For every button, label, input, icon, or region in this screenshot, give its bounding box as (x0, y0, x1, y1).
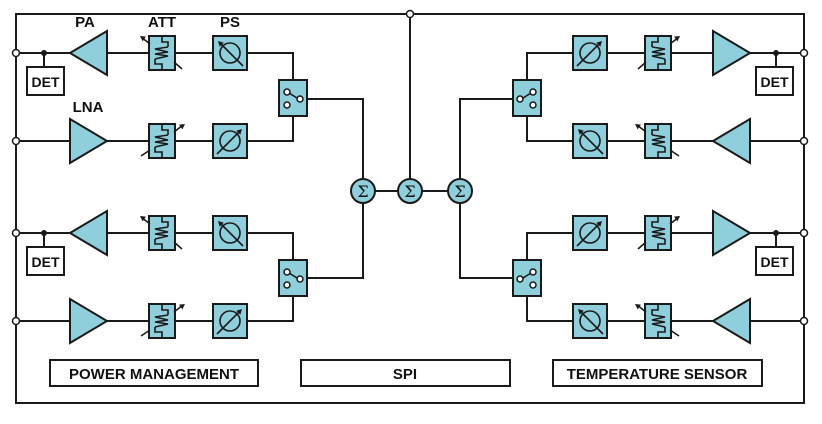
temperature-sensor-block: TEMPERATURE SENSOR (552, 359, 763, 387)
port-node (11, 136, 21, 146)
summer-center: Σ (397, 178, 423, 204)
port-node (799, 48, 809, 58)
sigma-icon: Σ (454, 182, 465, 201)
phase-shifter-icon (212, 215, 248, 251)
phase-shifter-icon (212, 35, 248, 71)
left-channel-2-rx (11, 117, 293, 165)
pa-label: PA (75, 14, 95, 31)
right-tr-switch-1 (512, 52, 573, 142)
summer-right: Σ (447, 178, 473, 204)
left-tr-switch-2 (247, 232, 308, 322)
pa-amplifier-icon (712, 29, 752, 77)
attenuator-icon (635, 303, 680, 339)
right-channel-1-tx (527, 29, 809, 96)
detector-box (26, 246, 65, 276)
attenuator-icon (140, 303, 185, 339)
attenuator-icon (637, 35, 680, 71)
right-lower-switch-to-summer (459, 203, 514, 279)
pa-amplifier-icon (712, 209, 752, 257)
att-label: ATT (148, 14, 176, 31)
power-management-block: POWER MANAGEMENT (49, 359, 259, 387)
sigma-icon: Σ (404, 182, 415, 201)
lna-label: LNA (73, 99, 104, 116)
detector-box (26, 66, 65, 96)
detector-box (755, 66, 794, 96)
ps-label: PS (220, 14, 240, 31)
det-label: DET (32, 254, 60, 270)
port-node (11, 316, 21, 326)
power-management-label: POWER MANAGEMENT (69, 366, 239, 383)
right-channel-4-rx (527, 297, 809, 345)
left-lower-switch-to-summer (307, 203, 364, 279)
left-upper-switch-to-summer (307, 98, 364, 179)
phase-shifter-icon (572, 215, 608, 251)
lna-amplifier-icon (711, 117, 751, 165)
spi-block: SPI (300, 359, 511, 387)
right-tr-switch-2 (512, 232, 573, 322)
port-node (11, 48, 21, 58)
lna-amplifier-icon (69, 117, 109, 165)
left-tr-switch-1 (247, 52, 308, 142)
left-channel-1-tx (11, 29, 293, 96)
attenuator-icon (635, 123, 680, 159)
port-node (11, 228, 21, 238)
attenuator-icon (140, 35, 183, 71)
port-node (799, 228, 809, 238)
right-channel-2-rx (527, 117, 809, 165)
pa-amplifier-icon (68, 29, 108, 77)
det-label: DET (761, 74, 789, 90)
port-node (799, 316, 809, 326)
pa-amplifier-icon (68, 209, 108, 257)
detector-box (755, 246, 794, 276)
attenuator-icon (140, 215, 183, 251)
lna-amplifier-icon (69, 297, 109, 345)
phase-shifter-icon (572, 123, 608, 159)
phase-shifter-icon (572, 303, 608, 339)
det-label: DET (32, 74, 60, 90)
phase-shifter-icon (212, 303, 248, 339)
lna-amplifier-icon (711, 297, 751, 345)
attenuator-icon (140, 123, 185, 159)
summer-left: Σ (350, 178, 376, 204)
port-node (799, 136, 809, 146)
right-channel-3-tx (527, 209, 809, 276)
sigma-icon: Σ (357, 182, 368, 201)
phase-shifter-icon (572, 35, 608, 71)
right-upper-switch-to-summer (459, 98, 514, 179)
switch-icon (278, 79, 308, 117)
phase-shifter-icon (212, 123, 248, 159)
det-label: DET (761, 254, 789, 270)
spi-label: SPI (393, 366, 417, 383)
top-port-node (405, 9, 415, 19)
attenuator-icon (637, 215, 680, 251)
temperature-sensor-label: TEMPERATURE SENSOR (567, 366, 748, 383)
